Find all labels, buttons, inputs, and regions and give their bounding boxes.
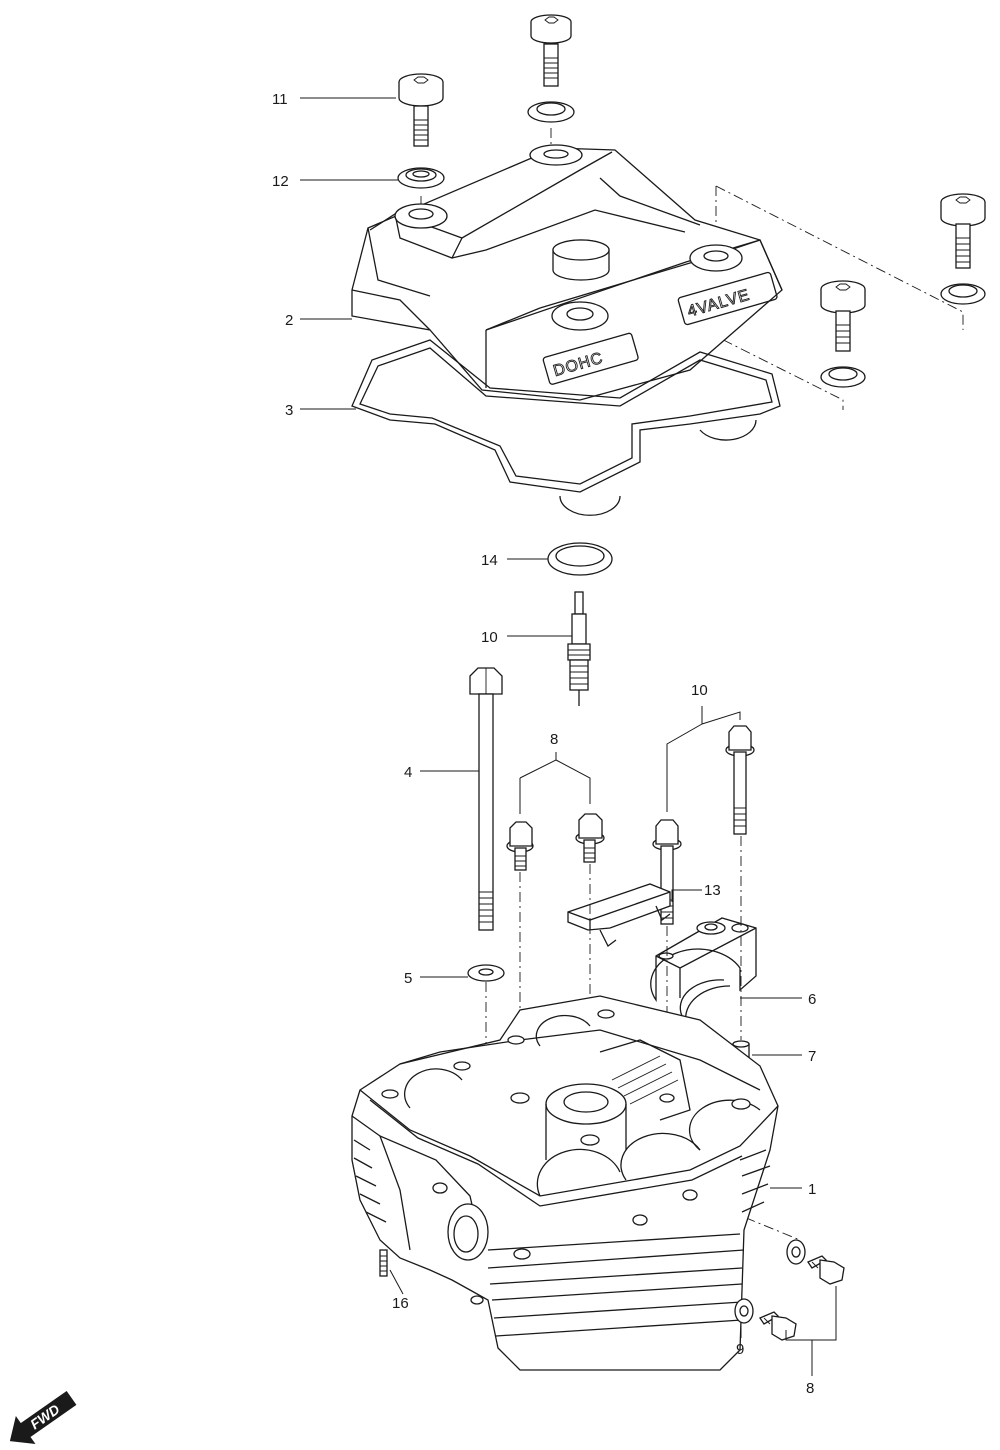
cover-bolt-top	[527, 14, 575, 123]
cover-gasket	[351, 339, 781, 516]
o-ring	[547, 542, 613, 576]
side-bolt-lower	[759, 1311, 797, 1341]
callout-11: 10	[481, 629, 498, 646]
side-washer-upper	[786, 1239, 806, 1265]
cover-bolt-left	[398, 73, 444, 147]
callout-4: 4	[404, 764, 412, 781]
callout-8-bottom: 8	[806, 1380, 814, 1397]
cover-bolt-right	[820, 280, 866, 388]
spark-plug	[567, 591, 591, 706]
side-washer-lower	[734, 1298, 754, 1324]
callout-7: 7	[808, 1048, 816, 1065]
flange-bolt-a	[506, 821, 534, 871]
callout-2: 2	[285, 312, 293, 329]
flange-bolt-b	[575, 813, 605, 863]
cylinder-head-cover: DOHC 4VALVE	[351, 144, 783, 401]
callout-10: 10	[691, 682, 708, 699]
sealing-washer-left	[397, 167, 445, 189]
side-bolt-upper	[807, 1255, 845, 1285]
camshaft-holder	[650, 917, 757, 1023]
callout-9: 9	[736, 1341, 744, 1358]
bolt-washer	[467, 964, 505, 982]
callout-15: 14	[481, 552, 498, 569]
callout-5: 5	[404, 970, 412, 987]
long-head-bolt	[469, 667, 503, 931]
callout-12: 11	[272, 91, 288, 108]
callout-13: 12	[272, 173, 289, 190]
cam-holder-bolt-b	[725, 725, 755, 835]
forward-direction-arrow: FWD	[9, 1390, 77, 1445]
callout-8-top: 8	[550, 731, 558, 748]
cylinder-head	[351, 995, 779, 1371]
callout-16: 16	[392, 1295, 409, 1312]
callout-1: 1	[808, 1181, 816, 1198]
callout-6: 6	[808, 991, 816, 1008]
cover-bolt-far-right	[940, 193, 986, 305]
chain-guide	[567, 883, 671, 947]
callout-14: 13	[704, 882, 721, 899]
callout-3: 3	[285, 402, 293, 419]
